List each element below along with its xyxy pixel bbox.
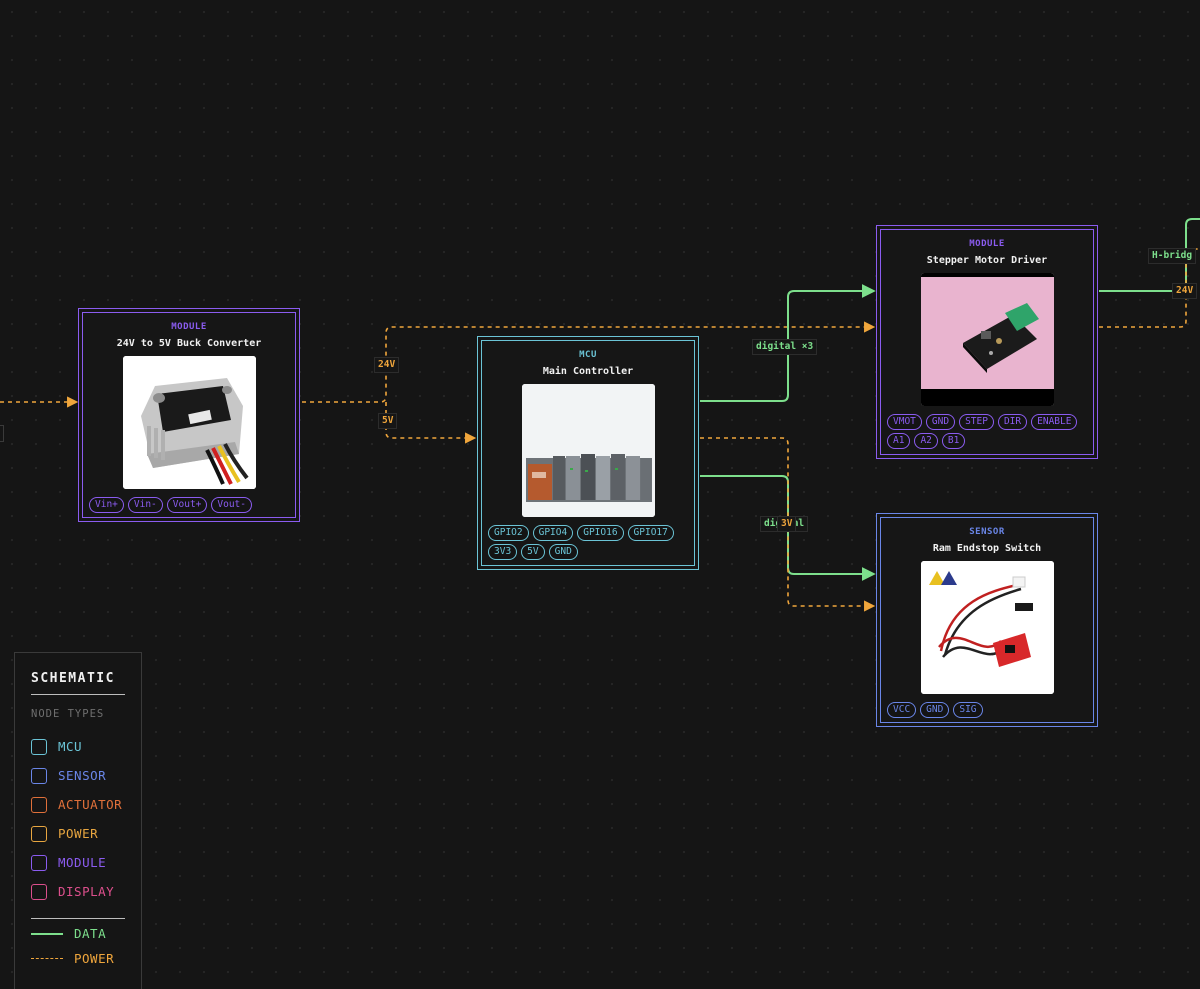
legend-item-label: MCU xyxy=(58,739,83,754)
edge-label-5v: 5V xyxy=(378,413,398,429)
node-buck-converter[interactable]: MODULE 24V to 5V Buck Converter xyxy=(78,308,300,522)
port-vcc[interactable]: VCC xyxy=(887,702,917,718)
edge-label-h-bridge: H-bridg xyxy=(1148,248,1197,264)
power-line-icon xyxy=(31,958,63,959)
port-vmot[interactable]: VMOT xyxy=(887,414,922,430)
port-step[interactable]: STEP xyxy=(959,414,994,430)
legend-item-label: MODULE xyxy=(58,855,107,870)
port-vout-plus[interactable]: Vout+ xyxy=(166,497,208,513)
port-enable[interactable]: ENABLE xyxy=(1031,414,1078,430)
data-line-icon xyxy=(31,932,63,935)
port-gpio2[interactable]: GPIO2 xyxy=(488,525,529,541)
legend-item-label: SENSOR xyxy=(58,768,107,783)
edge-power-buck-mcu[interactable] xyxy=(385,402,477,444)
edge-label-digital-x3: digital ×3 xyxy=(752,339,818,355)
port-gnd[interactable]: GND xyxy=(925,414,956,430)
node-type-label: MODULE xyxy=(171,322,207,332)
legend-divider xyxy=(31,918,125,919)
edge-label-3v: 3V xyxy=(777,516,797,532)
sensor-swatch-icon xyxy=(31,767,47,784)
legend-item-sensor: SENSOR xyxy=(31,761,125,790)
actuator-swatch-icon xyxy=(31,796,47,813)
node-type-label: MODULE xyxy=(969,239,1005,249)
port-dir[interactable]: DIR xyxy=(997,414,1028,430)
node-title: Ram Endstop Switch xyxy=(932,543,1042,554)
port-a1[interactable]: A1 xyxy=(887,433,911,449)
port-a2[interactable]: A2 xyxy=(914,433,938,449)
buck-converter-image xyxy=(122,356,256,489)
legend-item-label: POWER xyxy=(58,826,99,841)
port-vin-minus[interactable]: Vin- xyxy=(127,497,163,513)
legend-panel: SCHEMATIC NODE TYPES MCU SENSOR ACTUATOR… xyxy=(14,652,142,989)
node-title: Main Controller xyxy=(542,366,634,377)
edge-power-buck-stepper[interactable] xyxy=(302,321,876,403)
legend-data-line: DATA xyxy=(31,923,125,944)
edge-label-24v: 24V xyxy=(374,357,400,373)
legend-type-list: MCU SENSOR ACTUATOR POWER MODULE DISPLAY xyxy=(31,732,125,906)
legend-item-actuator: ACTUATOR xyxy=(31,790,125,819)
node-main-controller[interactable]: MCU Main Controller xyxy=(477,336,699,570)
port-vin-plus[interactable]: Vin+ xyxy=(89,497,124,513)
node-type-label: SENSOR xyxy=(969,527,1005,537)
plc-rack-image xyxy=(521,384,655,517)
node-endstop-switch[interactable]: SENSOR Ram Endstop Switch VCC xyxy=(876,513,1098,727)
legend-item-display: DISPLAY xyxy=(31,877,125,906)
node-type-label: MCU xyxy=(579,350,597,360)
port-gpio17[interactable]: GPIO17 xyxy=(627,525,674,541)
port-list: GPIO2 GPIO4 GPIO16 GPIO17 3V3 5V GND xyxy=(488,525,688,560)
port-sig[interactable]: SIG xyxy=(953,702,983,718)
legend-subtitle: NODE TYPES xyxy=(31,708,105,720)
legend-item-power: POWER xyxy=(31,819,125,848)
port-5v[interactable]: 5V xyxy=(521,544,545,560)
port-list: Vin+ Vin- Vout+ Vout- xyxy=(89,497,289,513)
legend-item-label: ACTUATOR xyxy=(58,797,123,812)
legend-title: SCHEMATIC xyxy=(31,671,125,695)
offscreen-edge-label xyxy=(0,425,4,442)
module-swatch-icon xyxy=(31,854,47,871)
port-gnd[interactable]: GND xyxy=(548,544,578,560)
port-3v3[interactable]: 3V3 xyxy=(488,544,518,560)
legend-data-label: DATA xyxy=(74,926,107,941)
port-list: VMOT GND STEP DIR ENABLE A1 A2 B1 xyxy=(887,414,1087,449)
power-swatch-icon xyxy=(31,825,47,842)
stepper-driver-image xyxy=(920,273,1054,406)
legend-item-mcu: MCU xyxy=(31,732,125,761)
port-list: VCC GND SIG xyxy=(887,702,1087,718)
node-title: 24V to 5V Buck Converter xyxy=(116,338,262,349)
legend-item-label: DISPLAY xyxy=(58,884,115,899)
node-title: Stepper Motor Driver xyxy=(926,255,1048,266)
endstop-switch-image xyxy=(920,561,1054,694)
legend-power-label: POWER xyxy=(74,951,115,966)
port-gpio4[interactable]: GPIO4 xyxy=(532,525,574,541)
display-swatch-icon xyxy=(31,883,47,900)
port-b1[interactable]: B1 xyxy=(941,433,966,449)
port-gpio16[interactable]: GPIO16 xyxy=(577,525,624,541)
edge-label-24v-right: 24V xyxy=(1172,283,1198,299)
port-gnd[interactable]: GND xyxy=(920,702,950,718)
legend-item-module: MODULE xyxy=(31,848,125,877)
node-stepper-driver[interactable]: MODULE Stepper Motor Driver VMOT GND STE… xyxy=(876,225,1098,459)
mcu-swatch-icon xyxy=(31,738,47,755)
legend-power-line: POWER xyxy=(31,948,125,969)
port-vout-minus[interactable]: Vout- xyxy=(211,497,252,513)
